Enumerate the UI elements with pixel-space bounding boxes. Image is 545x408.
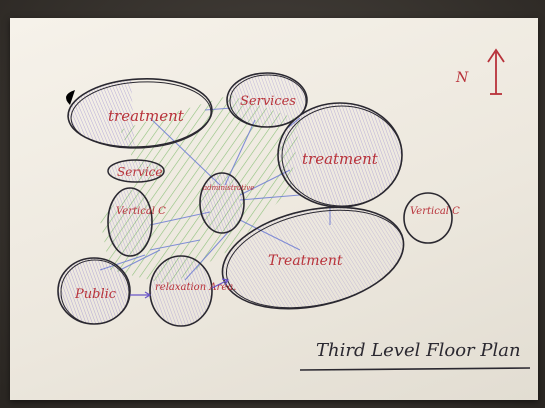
bubble-label: treatment: [302, 150, 379, 168]
bubble-label: Service: [117, 165, 163, 179]
bubble-label: Public: [74, 287, 117, 302]
north-arrow: N: [455, 48, 505, 95]
bubble-public: Public: [57, 257, 131, 325]
bubble-label: Services: [240, 94, 296, 109]
bubble-label: relaxation Area.: [155, 282, 236, 293]
bubble-label: Vertical C: [116, 206, 166, 217]
connector-arrows: [130, 278, 229, 299]
bubble-service: Service: [107, 159, 165, 183]
bubble-label: Treatment: [268, 253, 343, 269]
bubble-label: administrative: [203, 184, 254, 192]
bubble-treatment-3: Treatment: [221, 206, 405, 310]
bubble-treatment-2: treatment: [277, 102, 403, 208]
bubble-relaxation-area: relaxation Area.: [149, 255, 236, 327]
bubble-administrative: administrative: [199, 172, 254, 234]
diagram-title: Third Level Floor Plan: [299, 340, 531, 371]
bubble-vertical-c-1: Vertical C: [107, 187, 166, 257]
north-label: N: [455, 70, 469, 86]
bubble-vertical-c-2: Vertical C: [403, 192, 460, 244]
bubble-label: Vertical C: [410, 206, 460, 217]
bubble-label: treatment: [108, 107, 185, 125]
bubble-services: Services: [226, 72, 308, 128]
title-text: Third Level Floor Plan: [316, 340, 521, 361]
